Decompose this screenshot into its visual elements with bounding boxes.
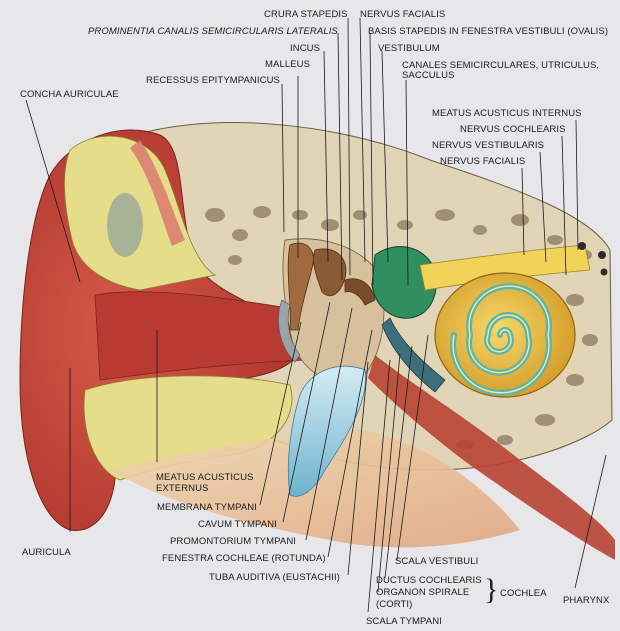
incus-shape xyxy=(313,248,347,296)
eustachian-tube xyxy=(287,365,367,497)
label-prominentia: PROMINENTIA CANALIS SEMICIRCULARIS LATER… xyxy=(88,26,338,37)
label-cavum-tympani: CAVUM TYMPANI xyxy=(198,519,277,530)
label-meatus-internus: MEATUS ACUSTICUS INTERNUS xyxy=(432,108,582,119)
label-concha: CONCHA AURICULAE xyxy=(20,89,119,100)
label-scala-vestibuli: SCALA VESTIBULI xyxy=(395,556,479,567)
label-scala-tympani: SCALA TYMPANI xyxy=(366,616,442,627)
label-nervus-facialis-right: NERVUS FACIALIS xyxy=(440,156,526,167)
label-fenestra-cochleae: FENESTRA COCHLEAE (ROTUNDA) xyxy=(162,553,326,564)
label-crura-stapedis: CRURA STAPEDIS xyxy=(264,9,348,20)
label-pharynx: PHARYNX xyxy=(563,595,610,606)
label-meatus-externus-line2: EXTERNUS xyxy=(156,483,209,494)
label-basis-stapedis: BASIS STAPEDIS IN FENESTRA VESTIBULI (OV… xyxy=(368,26,609,37)
label-vestibulum: VESTIBULUM xyxy=(378,43,440,54)
label-recessus: RECESSUS EPITYMPANICUS xyxy=(146,75,280,86)
label-nervus-cochlearis: NERVUS COCHLEARIS xyxy=(460,124,566,135)
malleus-shape xyxy=(287,242,314,331)
label-organon-spirale-line1: ORGANON SPIRALE xyxy=(376,587,470,598)
label-organon-spirale-line2: (CORTI) xyxy=(376,599,413,610)
vestibule-shape xyxy=(371,246,437,319)
label-tuba-auditiva: TUBA AUDITIVA (EUSTACHII) xyxy=(209,572,340,583)
label-meatus-externus-line1: MEATUS ACUSTICUS xyxy=(156,472,254,483)
label-canales-line1: CANALES SEMICIRCULARES, UTRICULUS, xyxy=(402,60,600,71)
label-canales-line2: SACCULUS xyxy=(402,70,455,81)
stapes-shape xyxy=(344,278,376,306)
label-membrana-tympani: MEMBRANA TYMPANI xyxy=(157,502,257,513)
label-malleus: MALLEUS xyxy=(265,59,311,70)
tympanic-membrane xyxy=(278,299,301,363)
label-nervus-vestibularis: NERVUS VESTIBULARIS xyxy=(432,140,545,151)
label-nervus-facialis-top: NERVUS FACIALIS xyxy=(360,9,446,20)
label-promontorium: PROMONTORIUM TYMPANI xyxy=(170,536,297,547)
label-ductus-cochlearis: DUCTUS COCHLEARIS xyxy=(376,575,482,586)
cochlea-brace: } xyxy=(484,573,499,606)
label-incus: INCUS xyxy=(290,43,321,54)
label-auricula: AURICULA xyxy=(22,547,71,558)
leader-lines xyxy=(25,17,607,613)
label-cochlea: COCHLEA xyxy=(500,588,547,599)
